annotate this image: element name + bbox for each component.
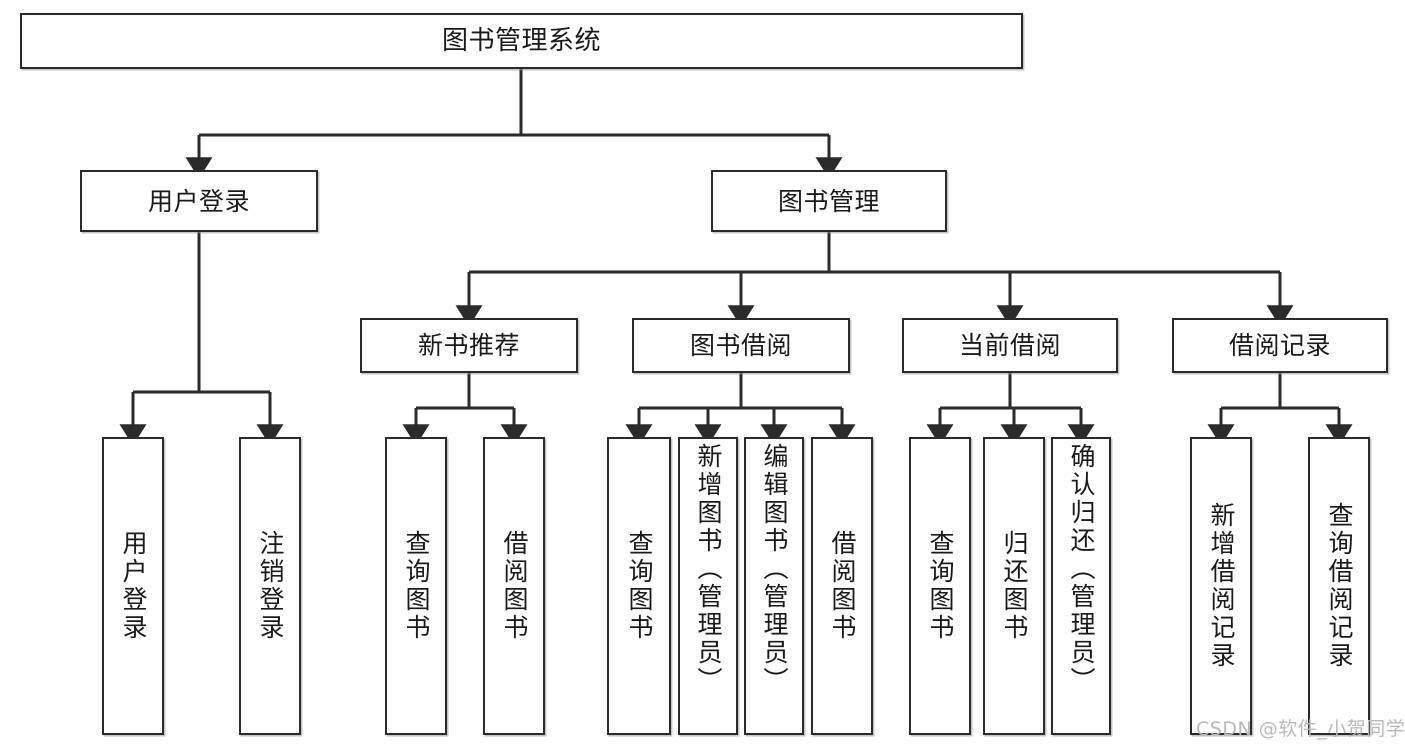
node-label-root: 图书管理系统 bbox=[441, 25, 601, 56]
node-leaf-edit-book[interactable]: 编辑图书（管理员） bbox=[744, 437, 804, 735]
node-leaf-query-book-3[interactable]: 查询图书 bbox=[909, 437, 971, 735]
node-label-leaf-add-book: 新增图书（管理员） bbox=[694, 443, 723, 695]
node-label-borrow-record: 借阅记录 bbox=[1228, 331, 1331, 360]
csdn-watermark: CSDN @软件_小贺同学 bbox=[1196, 718, 1405, 740]
node-leaf-confirm-return[interactable]: 确认归还（管理员） bbox=[1051, 437, 1111, 735]
node-leaf-return-book[interactable]: 归还图书 bbox=[983, 437, 1045, 735]
node-label-leaf-add-record: 新增借阅记录 bbox=[1207, 502, 1236, 670]
node-leaf-logout-login[interactable]: 注销登录 bbox=[239, 437, 301, 735]
node-user-login[interactable]: 用户登录 bbox=[80, 170, 318, 232]
node-new-book-recommend[interactable]: 新书推荐 bbox=[360, 318, 578, 373]
node-borrow-record[interactable]: 借阅记录 bbox=[1172, 318, 1388, 373]
node-label-leaf-query-record: 查询借阅记录 bbox=[1325, 502, 1354, 670]
node-leaf-add-book[interactable]: 新增图书（管理员） bbox=[678, 437, 738, 735]
node-label-leaf-query-book-2: 查询图书 bbox=[625, 530, 654, 642]
node-leaf-user-login[interactable]: 用户登录 bbox=[102, 437, 164, 735]
node-label-leaf-query-book-3: 查询图书 bbox=[926, 530, 955, 642]
node-book-manage[interactable]: 图书管理 bbox=[711, 170, 947, 232]
node-leaf-query-book-2[interactable]: 查询图书 bbox=[607, 437, 671, 735]
node-label-book-manage: 图书管理 bbox=[777, 186, 880, 216]
node-leaf-borrow-book-2[interactable]: 借阅图书 bbox=[811, 437, 873, 735]
node-book-borrow[interactable]: 图书借阅 bbox=[632, 318, 850, 373]
node-label-user-login: 用户登录 bbox=[147, 186, 250, 216]
node-label-leaf-user-login: 用户登录 bbox=[119, 530, 148, 642]
node-label-leaf-query-book-1: 查询图书 bbox=[402, 530, 431, 642]
node-leaf-query-book-1[interactable]: 查询图书 bbox=[385, 437, 447, 735]
node-label-book-borrow: 图书借阅 bbox=[689, 331, 792, 360]
node-label-leaf-edit-book: 编辑图书（管理员） bbox=[760, 443, 789, 695]
node-root[interactable]: 图书管理系统 bbox=[20, 13, 1023, 69]
node-label-new-book-recommend: 新书推荐 bbox=[417, 331, 520, 360]
node-label-current-borrow: 当前借阅 bbox=[958, 331, 1061, 360]
node-current-borrow[interactable]: 当前借阅 bbox=[902, 318, 1118, 373]
node-leaf-borrow-book-1[interactable]: 借阅图书 bbox=[483, 437, 545, 735]
node-label-leaf-return-book: 归还图书 bbox=[1000, 530, 1029, 642]
node-leaf-add-record[interactable]: 新增借阅记录 bbox=[1190, 437, 1252, 735]
node-label-leaf-borrow-book-1: 借阅图书 bbox=[500, 530, 529, 642]
node-label-leaf-logout-login: 注销登录 bbox=[256, 530, 285, 642]
node-leaf-query-record[interactable]: 查询借阅记录 bbox=[1308, 437, 1370, 735]
node-label-leaf-borrow-book-2: 借阅图书 bbox=[828, 530, 857, 642]
node-label-leaf-confirm-return: 确认归还（管理员） bbox=[1067, 443, 1096, 695]
